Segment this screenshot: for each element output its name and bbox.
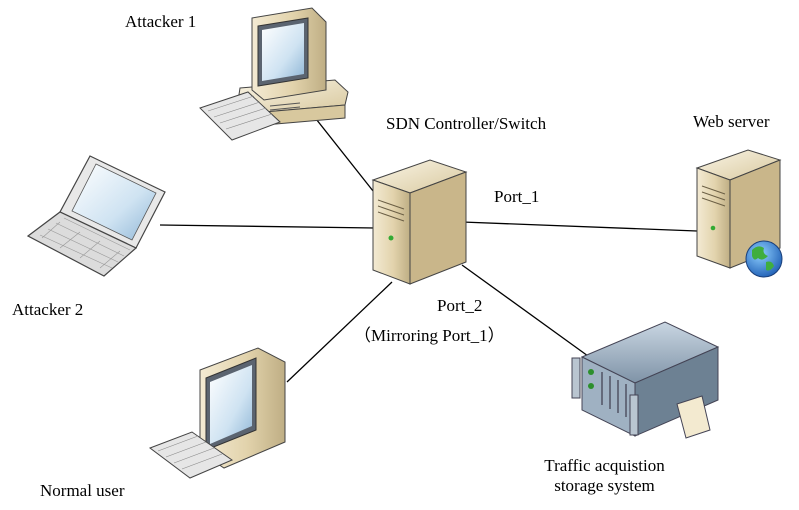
laptop-icon bbox=[26, 155, 166, 277]
link-sdn-webserver bbox=[461, 221, 698, 232]
web-server-icon bbox=[695, 149, 783, 278]
desktop-computer-icon bbox=[148, 347, 286, 479]
port2-mirroring-label: （Mirroring Port_1） bbox=[354, 326, 505, 345]
link-sdn-storage bbox=[461, 264, 589, 357]
links bbox=[159, 104, 698, 383]
normal-user-label: Normal user bbox=[40, 481, 125, 500]
tower-server-icon bbox=[371, 159, 468, 285]
port2-label: Port_2 bbox=[437, 296, 483, 315]
attacker2-label: Attacker 2 bbox=[12, 300, 84, 319]
traffic-storage-label: Traffic acquistion storage system bbox=[512, 456, 697, 496]
desktop-computer-icon bbox=[199, 7, 349, 141]
traffic-storage-label-line1: Traffic acquistion bbox=[544, 456, 665, 475]
traffic-storage-label-line2: storage system bbox=[554, 476, 655, 495]
attacker1-label: Attacker 1 bbox=[125, 12, 197, 31]
sdn-label: SDN Controller/Switch bbox=[386, 114, 547, 133]
link-normaluser-sdn bbox=[286, 281, 393, 383]
web-server-label: Web server bbox=[693, 112, 770, 131]
port1-label: Port_1 bbox=[494, 187, 540, 206]
link-attacker2-sdn bbox=[159, 224, 376, 229]
rack-storage-icon bbox=[571, 321, 720, 439]
